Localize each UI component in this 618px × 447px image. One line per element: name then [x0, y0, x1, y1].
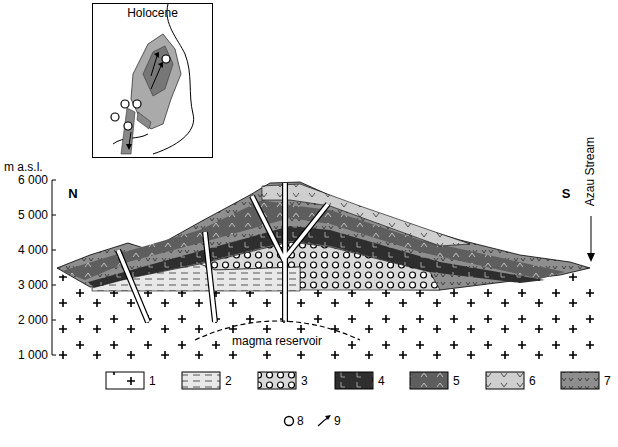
legend-swatch	[410, 372, 448, 389]
legend-number: 2	[225, 375, 232, 388]
vent-circle	[133, 100, 141, 108]
legend-swatch	[182, 372, 220, 389]
reservoir-label: magma reservoir	[230, 335, 324, 348]
legend-number: 6	[529, 375, 536, 388]
axis-tick-label: 2 000	[18, 314, 48, 327]
vent-circle	[124, 122, 132, 130]
vent-circle	[121, 100, 129, 108]
compass-label: S	[562, 187, 571, 201]
legend-swatch	[325, 415, 331, 420]
vent-circle	[162, 55, 170, 63]
legend-number: 9	[334, 415, 341, 428]
legend-swatch	[561, 372, 599, 389]
legend-swatch	[258, 372, 296, 389]
axis-tick-label: 6 000	[18, 174, 48, 187]
legend-number: 4	[378, 375, 385, 388]
axis-tick-label: 5 000	[18, 209, 48, 222]
lava-flow	[121, 108, 151, 154]
arrow-head	[126, 52, 163, 150]
compass-label: N	[68, 187, 77, 201]
legend-swatch	[335, 372, 373, 389]
legend-swatch	[106, 372, 144, 389]
legend-swatch	[486, 372, 524, 389]
legend-number: 8	[297, 415, 304, 428]
stream-label: Azau Stream	[584, 137, 597, 206]
axis-tick-label: 4 000	[18, 244, 48, 257]
legend-swatch	[285, 417, 294, 426]
map-drawing	[93, 4, 212, 157]
flow-arrow	[129, 56, 161, 146]
vent-circle	[111, 113, 119, 121]
legend-number: 7	[604, 375, 611, 388]
axis-tick-label: 1 000	[18, 349, 48, 362]
legend-number: 1	[149, 375, 156, 388]
legend-number: 3	[301, 375, 308, 388]
map-outline	[113, 4, 194, 154]
legend-number: 5	[453, 375, 460, 388]
axis-title: m a.s.l.	[4, 161, 43, 174]
inset-title: Holocene	[127, 7, 178, 20]
inset-map: Holocene	[92, 3, 213, 158]
axis-tick-label: 3 000	[18, 279, 48, 292]
